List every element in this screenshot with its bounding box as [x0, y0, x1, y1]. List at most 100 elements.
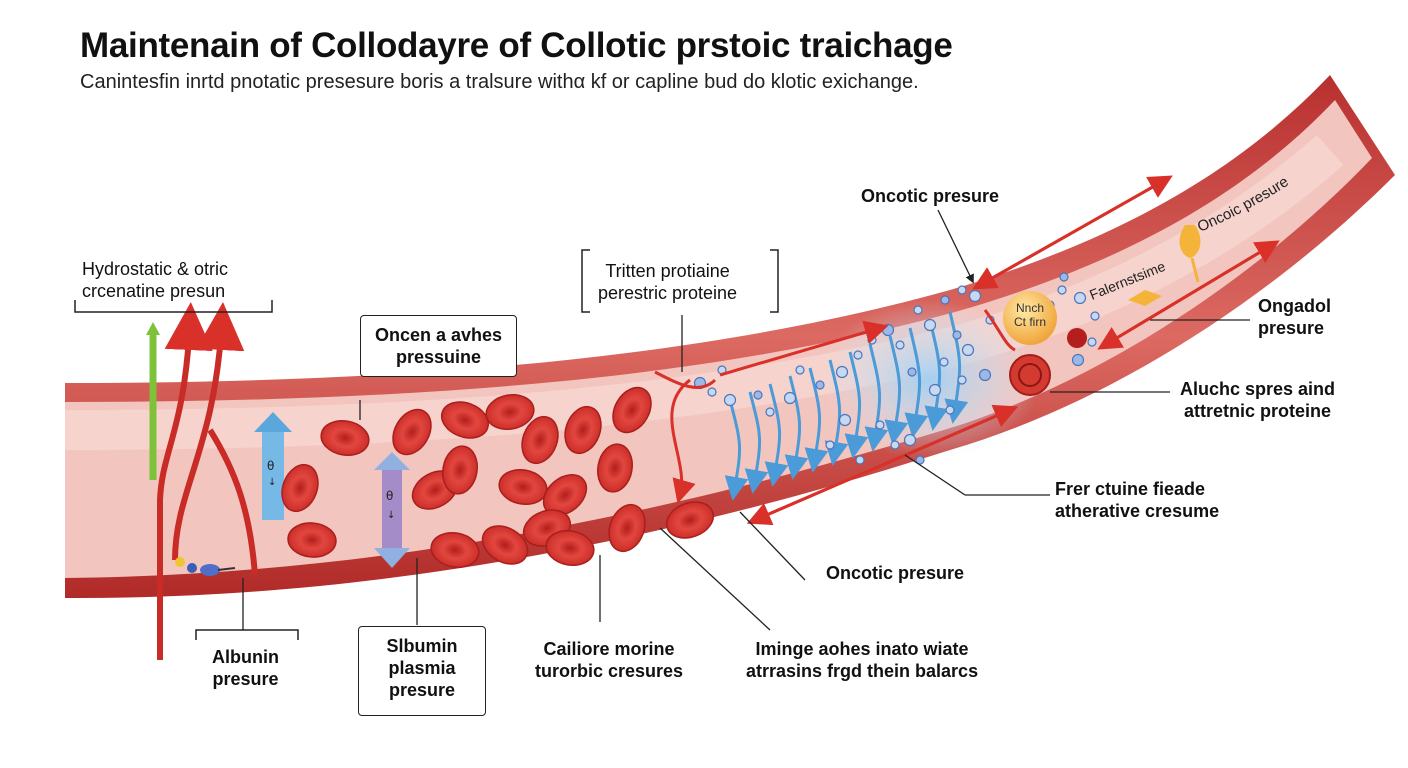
- red-blood-cell: [430, 531, 480, 569]
- red-flow-arrows: [654, 175, 1280, 526]
- protein-particle: [915, 455, 925, 465]
- page-title: Maintenain of Collodayre of Collotic prs…: [80, 26, 953, 65]
- protein-particle: [765, 407, 775, 417]
- purple-double-arrow: [374, 452, 410, 568]
- filtration-arrow: [784, 375, 809, 480]
- filtration-arrows: [724, 311, 969, 501]
- red-blood-cell: [441, 445, 479, 495]
- protein-particle: [1059, 272, 1069, 282]
- leader-lines: [242, 209, 1250, 631]
- red-blood-cell: [287, 522, 337, 558]
- filtration-arrow: [724, 399, 749, 501]
- oncen-label-box: Oncen a avhes pressuine: [360, 315, 518, 377]
- red-blood-cell: [481, 525, 529, 565]
- red-blood-cells: [281, 386, 715, 569]
- red-blood-cell: [545, 529, 595, 567]
- arrow-mark-sub: ↓: [268, 477, 276, 488]
- albunin-label: Albunin presure: [212, 647, 279, 689]
- protein-particle: [838, 413, 852, 427]
- red-blood-cell: [612, 386, 652, 434]
- protein-particle: [855, 455, 865, 465]
- protein-particle: [957, 285, 967, 295]
- nnch-label: Ct firn: [1014, 315, 1046, 329]
- protein-particle: [895, 340, 905, 350]
- nnch-orb: [1003, 291, 1057, 345]
- iminge-label: Iminge aohes inato wiate atrrasins frgd …: [746, 639, 979, 681]
- slbumin-label-box: Slbumin plasmia presure: [358, 626, 486, 716]
- tritten-label: Tritten protiaine perestric proteine: [598, 261, 738, 303]
- protein-particle: [890, 440, 900, 450]
- protein-particle: [907, 367, 917, 377]
- protein-particle: [867, 335, 877, 345]
- protein-particle: [968, 289, 982, 303]
- large-cell: [1009, 354, 1051, 396]
- protein-particle: [940, 295, 950, 305]
- filtration-arrow: [884, 335, 909, 445]
- protein-particle: [903, 433, 917, 447]
- page-subtitle: Canintesfin inrtd pnotatic presesure bor…: [80, 71, 919, 93]
- protein-particle: [835, 365, 849, 379]
- filtration-arrow: [804, 367, 829, 473]
- red-blood-cell: [392, 408, 432, 456]
- protein-particle: [952, 330, 962, 340]
- small-red-orb: [1067, 328, 1087, 348]
- protein-particle: [957, 375, 967, 385]
- filtration-arrow: [924, 319, 949, 431]
- arrow-mark: θ: [267, 459, 274, 473]
- protein-particle: [961, 343, 975, 357]
- blue-double-arrow: [254, 412, 292, 520]
- red-blood-cell: [564, 405, 602, 455]
- hydrostatic-label: Hydrostatic & otric crcenatine presun: [82, 259, 229, 301]
- protein-particle: [853, 350, 863, 360]
- aluchc-label: Aluchc spres aind attretnic proteine: [1180, 379, 1336, 421]
- protein-particle: [1087, 337, 1097, 347]
- red-blood-cell: [320, 419, 370, 457]
- bracket-frames: [74, 249, 779, 640]
- filtration-arrow: [944, 311, 969, 424]
- protein-particle: [815, 380, 825, 390]
- protein-particle: [913, 305, 923, 315]
- filtration-arrow: [824, 359, 849, 466]
- frer-label: Frer ctuine fieade atherative cresume: [1055, 479, 1220, 521]
- protein-particle: [795, 365, 805, 375]
- protein-particle: [928, 383, 942, 397]
- yellow-arrow: [1128, 290, 1162, 306]
- filtration-arrow: [904, 327, 929, 438]
- protein-particle: [978, 368, 992, 382]
- protein-particles: [693, 272, 1100, 465]
- filtration-arrow: [764, 383, 789, 487]
- nnch-label: Nnch: [1016, 301, 1044, 315]
- yellow-drop: [1179, 225, 1201, 258]
- oncotic-bottom-label: Oncotic presure: [826, 563, 965, 583]
- protein-particle: [945, 405, 955, 415]
- protein-particle: [939, 357, 949, 367]
- arteriole-branches: [157, 302, 258, 660]
- filtration-arrow: [844, 351, 869, 459]
- protein-particle: [1073, 291, 1087, 305]
- red-blood-cell: [596, 443, 634, 493]
- albumin-molecule: [175, 557, 236, 576]
- filtration-arrow: [864, 343, 889, 452]
- oncotic-top-label: Oncotic presure: [861, 186, 1000, 206]
- protein-particle: [875, 420, 885, 430]
- protein-particle: [1057, 285, 1067, 295]
- protein-particle: [1071, 353, 1085, 367]
- cailiore-label: Cailiore morine turorbic cresures: [535, 639, 684, 681]
- arrow-mark-sub: ↓: [387, 510, 395, 521]
- red-blood-cell: [281, 463, 319, 513]
- protein-particle: [923, 318, 937, 332]
- red-blood-cell: [665, 501, 715, 539]
- ongadol-label: Ongadol presure: [1258, 296, 1331, 338]
- protein-particle: [881, 323, 895, 337]
- protein-particle: [707, 387, 717, 397]
- arrow-mark: θ: [386, 489, 393, 503]
- protein-particle: [723, 393, 737, 407]
- red-blood-cell: [521, 415, 559, 465]
- filtration-arrow: [744, 391, 769, 494]
- red-blood-cell: [485, 393, 535, 431]
- protein-particle: [753, 390, 763, 400]
- red-blood-cell: [608, 503, 646, 553]
- protein-particle: [783, 391, 797, 405]
- protein-particle: [825, 440, 835, 450]
